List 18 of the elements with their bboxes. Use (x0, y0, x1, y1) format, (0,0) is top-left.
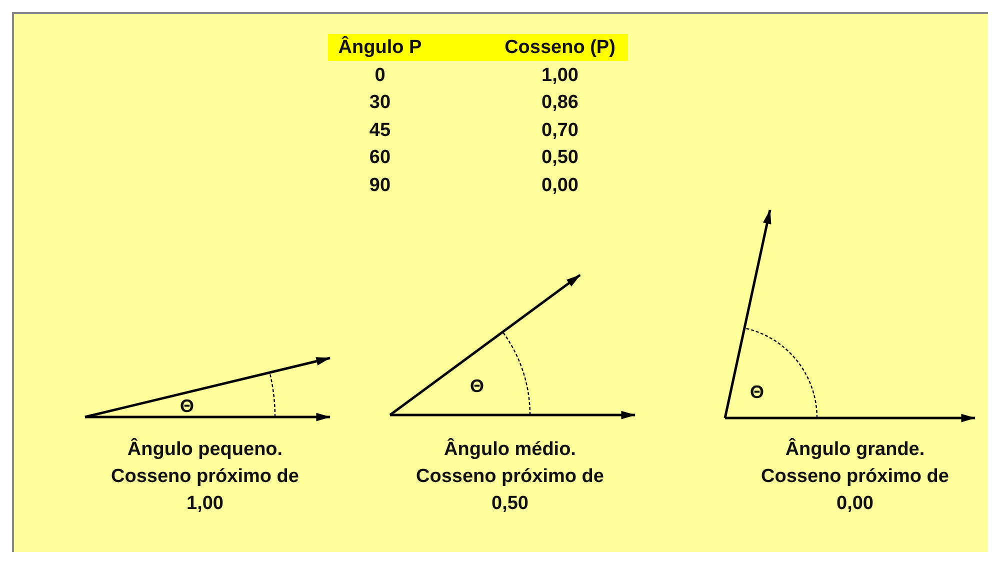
table-cell-text: 0,00 (540, 174, 580, 198)
angle-caption: Ângulo pequeno. Cosseno próximo de 1,00 (110, 437, 300, 516)
table-cell-text: 0,50 (540, 146, 580, 170)
angle-caption: Ângulo médio. Cosseno próximo de 0,50 (415, 437, 605, 516)
table-cell-text: 0,70 (540, 118, 580, 142)
table-cell-text: 90 (368, 174, 392, 198)
angle-symbol: Θ (750, 382, 764, 403)
table-header: Cosseno (P) (504, 36, 616, 60)
table-cell-text: 0,86 (540, 91, 580, 115)
angle-caption: Ângulo grande. Cosseno próximo de 0,00 (760, 437, 950, 516)
table-cell-text: 1,00 (540, 64, 580, 88)
table-cell-text: 30 (368, 91, 392, 115)
angle-symbol: Θ (470, 376, 484, 397)
table-cell-text: 60 (368, 146, 392, 170)
table-cell-text: 0 (374, 64, 386, 88)
table-header: Ângulo P (337, 35, 423, 60)
table-cell-text: 45 (368, 118, 392, 142)
angle-symbol: Θ (180, 396, 194, 417)
